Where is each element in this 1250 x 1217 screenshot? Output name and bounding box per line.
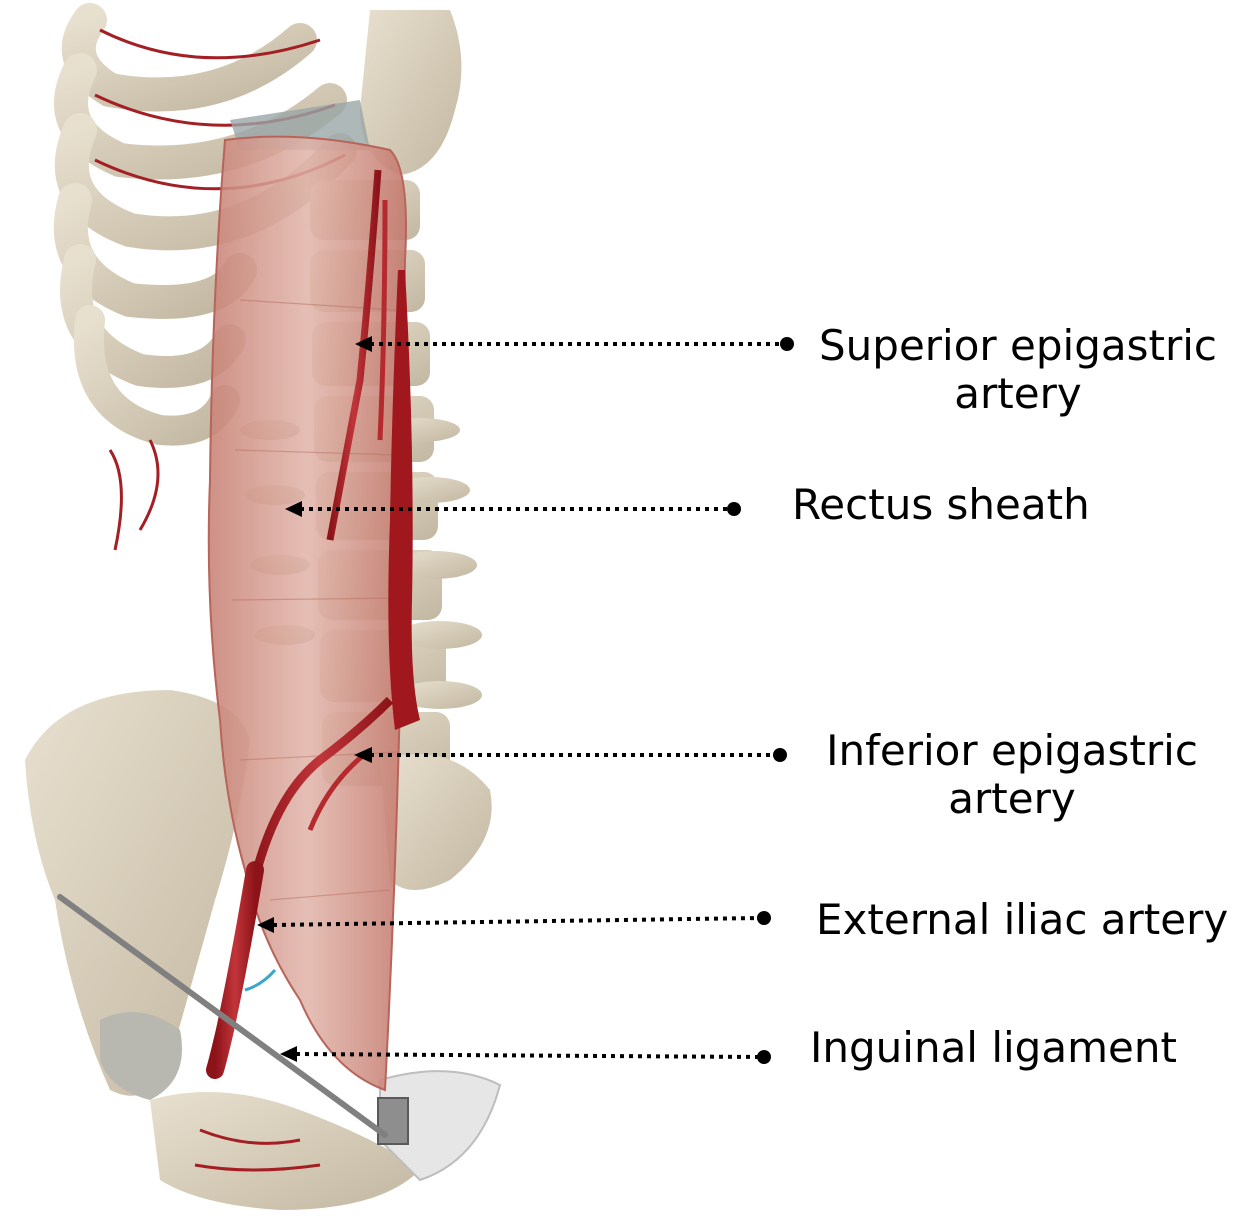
label-superior-line2: artery: [818, 370, 1218, 418]
label-rectus-line1: Rectus sheath: [792, 481, 1090, 529]
label-inferior-line2: artery: [812, 775, 1212, 823]
label-inguinal-ligament: Inguinal ligament: [810, 1024, 1177, 1072]
pubic-tubercle: [378, 1098, 408, 1144]
label-superior-epigastric-artery: Superior epigastric artery: [818, 322, 1218, 418]
label-external-iliac-artery: External iliac artery: [816, 896, 1228, 944]
label-inferior-line1: Inferior epigastric: [812, 727, 1212, 775]
label-inguinal-line1: Inguinal ligament: [810, 1024, 1177, 1072]
label-inferior-epigastric-artery: Inferior epigastric artery: [812, 727, 1212, 823]
external-iliac-artery: [215, 870, 255, 1070]
label-rectus-sheath: Rectus sheath: [792, 481, 1090, 529]
label-superior-line1: Superior epigastric: [818, 322, 1218, 370]
small-blue-vessel: [245, 970, 275, 990]
label-external-iliac-line1: External iliac artery: [816, 896, 1228, 944]
